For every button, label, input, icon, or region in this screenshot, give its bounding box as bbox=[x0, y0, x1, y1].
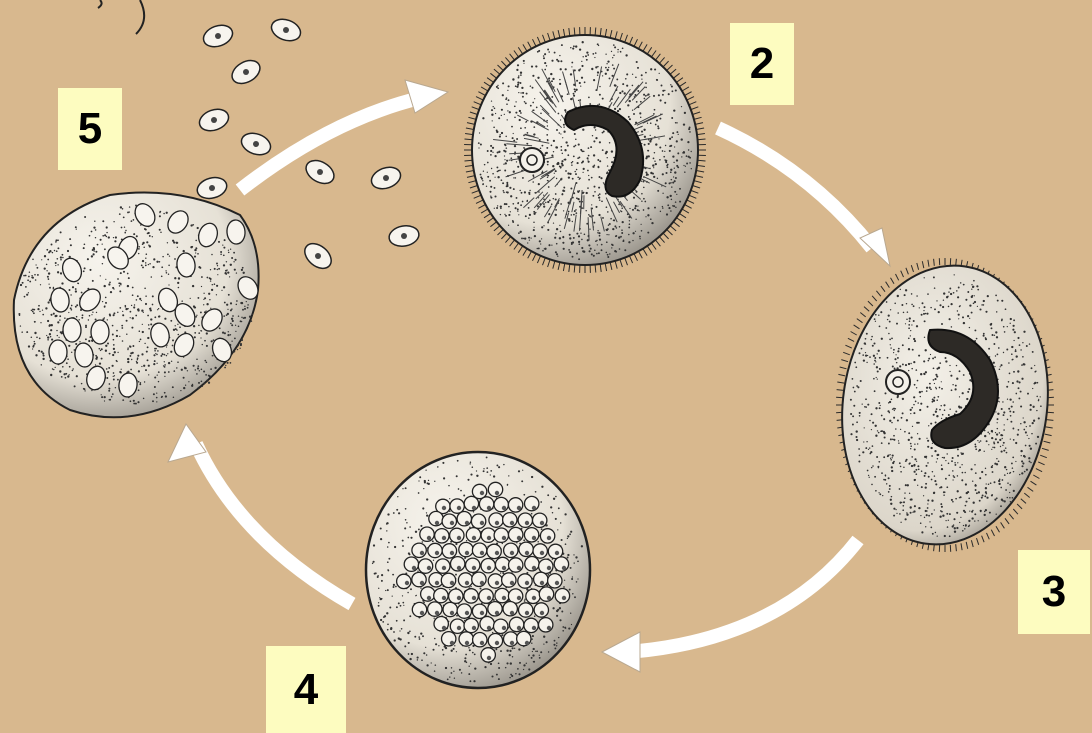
stage-4-dividing-cyst bbox=[366, 452, 590, 688]
debris-squiggle bbox=[136, 0, 144, 34]
stage-2-trophont-cell bbox=[464, 27, 706, 273]
stage-3-label: 3 bbox=[1018, 550, 1090, 634]
stage-2-micronucleus bbox=[520, 148, 544, 172]
stage-5-label: 5 bbox=[58, 88, 122, 170]
stage-3-encysted-cell bbox=[825, 252, 1066, 558]
arrow-3-to-4 bbox=[602, 540, 858, 672]
arrow-5-to-2 bbox=[240, 80, 448, 190]
arrow-4-to-5 bbox=[168, 424, 352, 604]
stage-5-rupturing-cyst bbox=[14, 193, 262, 418]
arrow-2-to-3 bbox=[718, 128, 890, 266]
stage-2-label: 2 bbox=[730, 23, 794, 105]
stage-3-micronucleus bbox=[886, 370, 910, 394]
stage-4-label: 4 bbox=[266, 646, 346, 733]
